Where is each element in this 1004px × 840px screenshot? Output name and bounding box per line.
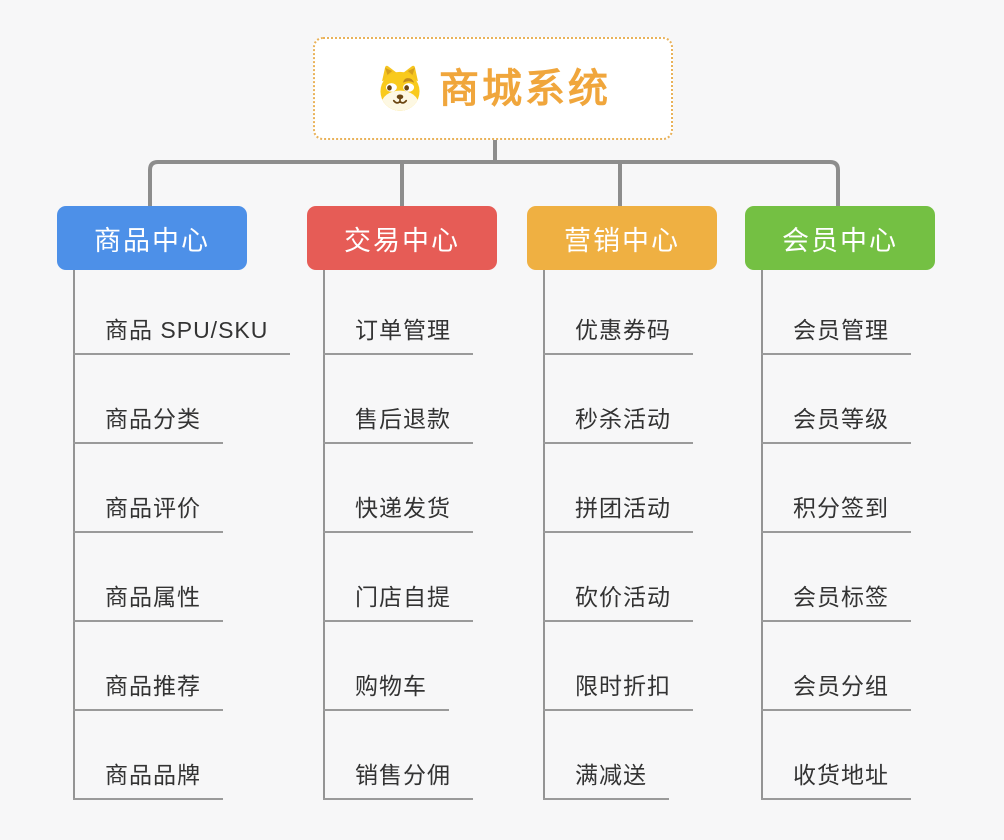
branch-column-marketing: 营销中心 优惠券码 秒杀活动 拼团活动 砍价活动 限时折扣 满减送: [527, 206, 717, 806]
branch-label: 交易中心: [344, 225, 460, 256]
branch-label: 营销中心: [564, 225, 680, 256]
branch-trunk-line: [73, 270, 75, 800]
branch-node-product[interactable]: 商品中心: [57, 206, 247, 270]
leaf-node[interactable]: 快递发货: [323, 493, 473, 533]
leaf-node[interactable]: 满减送: [543, 760, 669, 800]
leaf-node[interactable]: 积分签到: [761, 493, 911, 533]
leaf-node[interactable]: 商品评价: [73, 493, 223, 533]
leaf-node[interactable]: 门店自提: [323, 582, 473, 622]
branch-label: 会员中心: [782, 225, 898, 256]
leaf-node[interactable]: 拼团活动: [543, 493, 693, 533]
branch-node-marketing[interactable]: 营销中心: [527, 206, 717, 270]
branch-rail-line: [148, 160, 840, 206]
leaf-node[interactable]: 会员分组: [761, 671, 911, 711]
branch-trunk-line: [323, 270, 325, 800]
leaf-node[interactable]: 砍价活动: [543, 582, 693, 622]
branch-trunk-line: [761, 270, 763, 800]
branch-column-trade: 交易中心 订单管理 售后退款 快递发货 门店自提 购物车 销售分佣: [307, 206, 497, 806]
root-title: 商城系统: [439, 66, 611, 111]
leaf-node[interactable]: 商品 SPU/SKU: [73, 315, 291, 355]
leaf-node[interactable]: 会员管理: [761, 315, 911, 355]
branch-node-member[interactable]: 会员中心: [745, 206, 935, 270]
leaf-node[interactable]: 商品品牌: [73, 760, 223, 800]
leaf-node[interactable]: 会员标签: [761, 582, 911, 622]
leaf-node[interactable]: 售后退款: [323, 404, 473, 444]
leaf-node[interactable]: 限时折扣: [543, 671, 693, 711]
root-node[interactable]: 商城系统: [313, 37, 673, 140]
leaf-node[interactable]: 会员等级: [761, 404, 911, 444]
branch-trunk-line: [543, 270, 545, 800]
branch-label: 商品中心: [94, 225, 210, 256]
leaf-node[interactable]: 订单管理: [323, 315, 473, 355]
leaf-node[interactable]: 商品推荐: [73, 671, 223, 711]
leaf-node[interactable]: 商品属性: [73, 582, 223, 622]
leaf-node[interactable]: 销售分佣: [323, 760, 473, 800]
shiba-dog-icon: [380, 65, 420, 111]
leaf-node[interactable]: 购物车: [323, 671, 449, 711]
branch-column-product: 商品中心 商品 SPU/SKU 商品分类 商品评价 商品属性 商品推荐 商品品牌: [57, 206, 291, 806]
branch-column-member: 会员中心 会员管理 会员等级 积分签到 会员标签 会员分组 收货地址: [745, 206, 935, 806]
branch-node-trade[interactable]: 交易中心: [307, 206, 497, 270]
leaf-node[interactable]: 优惠券码: [543, 315, 693, 355]
leaf-node[interactable]: 商品分类: [73, 404, 223, 444]
leaf-node[interactable]: 收货地址: [761, 760, 911, 800]
leaf-node[interactable]: 秒杀活动: [543, 404, 693, 444]
